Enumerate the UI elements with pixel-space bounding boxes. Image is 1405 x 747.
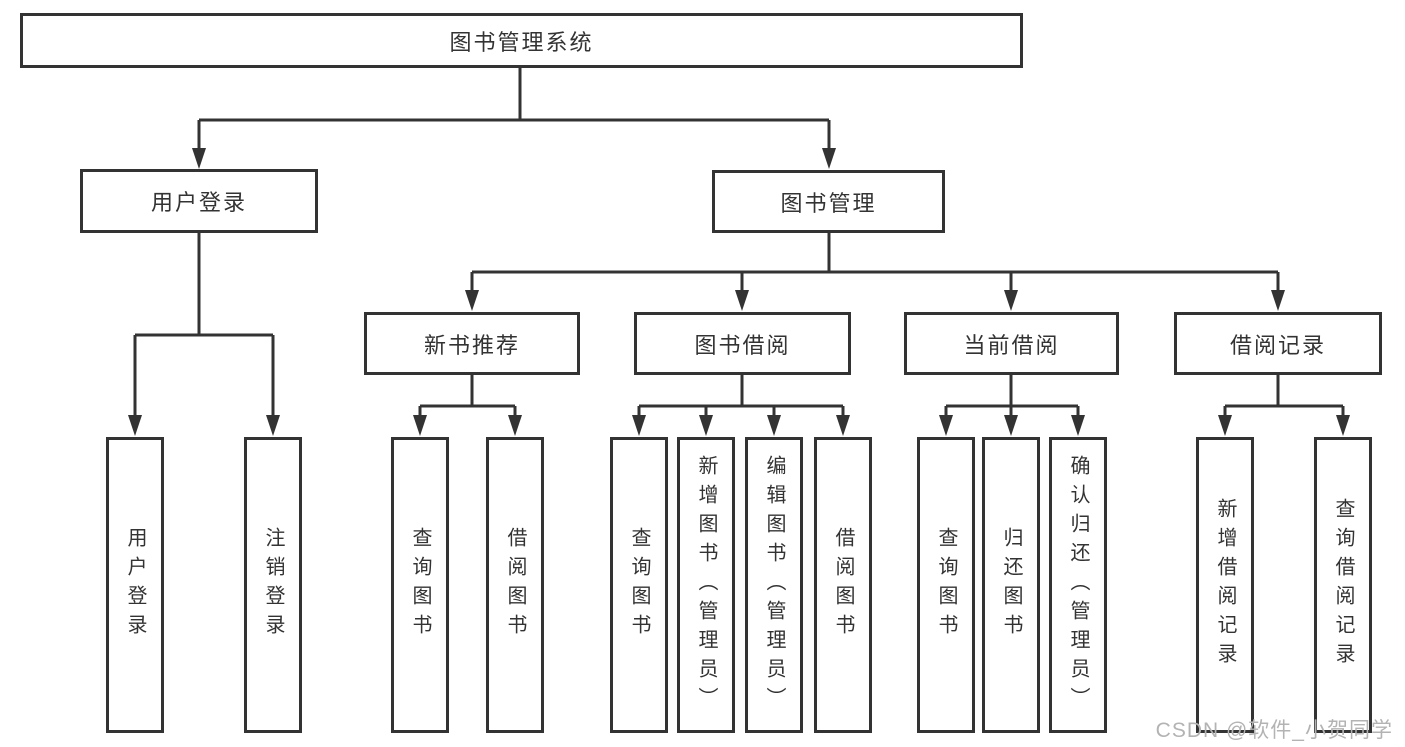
- arrow-down-icon: [1271, 290, 1285, 311]
- connector-book-borrow: [632, 375, 850, 436]
- leaf-confirm-return-admin: 确认归还（管理员）: [1049, 437, 1107, 733]
- node-borrow-records: 借阅记录: [1174, 312, 1382, 375]
- leaf-query-borrow-record: 查询借阅记录: [1314, 437, 1372, 733]
- leaf-user-login: 用户登录: [106, 437, 164, 733]
- node-current-borrow: 当前借阅: [904, 312, 1119, 375]
- node-root-title: 图书管理系统: [20, 13, 1023, 68]
- connector-borrow-records: [1218, 375, 1350, 436]
- connector-current-borrow: [939, 375, 1085, 436]
- connector-user-login: [128, 233, 280, 436]
- arrow-down-icon: [699, 415, 713, 436]
- leaf-add-borrow-record: 新增借阅记录: [1196, 437, 1254, 733]
- arrow-down-icon: [192, 148, 206, 169]
- arrow-down-icon: [735, 290, 749, 311]
- arrow-down-icon: [767, 415, 781, 436]
- csdn-watermark: CSDN @软件_小贺同学: [1155, 719, 1393, 742]
- node-book-borrow: 图书借阅: [634, 312, 851, 375]
- leaf-borrow-books-recommend: 借阅图书: [486, 437, 544, 733]
- leaf-add-book-admin: 新增图书（管理员）: [677, 437, 735, 733]
- leaf-query-books-current: 查询图书: [917, 437, 975, 733]
- arrow-down-icon: [1004, 290, 1018, 311]
- connector-book-management: [465, 233, 1285, 311]
- arrow-down-icon: [939, 415, 953, 436]
- node-book-management: 图书管理: [712, 170, 945, 233]
- arrow-down-icon: [266, 415, 280, 436]
- arrow-down-icon: [632, 415, 646, 436]
- arrow-down-icon: [1004, 415, 1018, 436]
- arrow-down-icon: [465, 290, 479, 311]
- leaf-edit-book-admin: 编辑图书（管理员）: [745, 437, 803, 733]
- leaf-borrow-books: 借阅图书: [814, 437, 872, 733]
- leaf-query-books-borrow: 查询图书: [610, 437, 668, 733]
- leaf-query-books-recommend: 查询图书: [391, 437, 449, 733]
- arrow-down-icon: [1336, 415, 1350, 436]
- arrow-down-icon: [822, 148, 836, 169]
- node-user-login: 用户登录: [80, 169, 318, 233]
- leaf-return-book: 归还图书: [982, 437, 1040, 733]
- arrow-down-icon: [1218, 415, 1232, 436]
- arrow-down-icon: [1071, 415, 1085, 436]
- leaf-logout: 注销登录: [244, 437, 302, 733]
- node-new-book-recommend: 新书推荐: [364, 312, 580, 375]
- arrow-down-icon: [413, 415, 427, 436]
- connector-root: [192, 67, 836, 169]
- arrow-down-icon: [508, 415, 522, 436]
- arrow-down-icon: [836, 415, 850, 436]
- connector-new-book-recommend: [413, 375, 522, 436]
- arrow-down-icon: [128, 415, 142, 436]
